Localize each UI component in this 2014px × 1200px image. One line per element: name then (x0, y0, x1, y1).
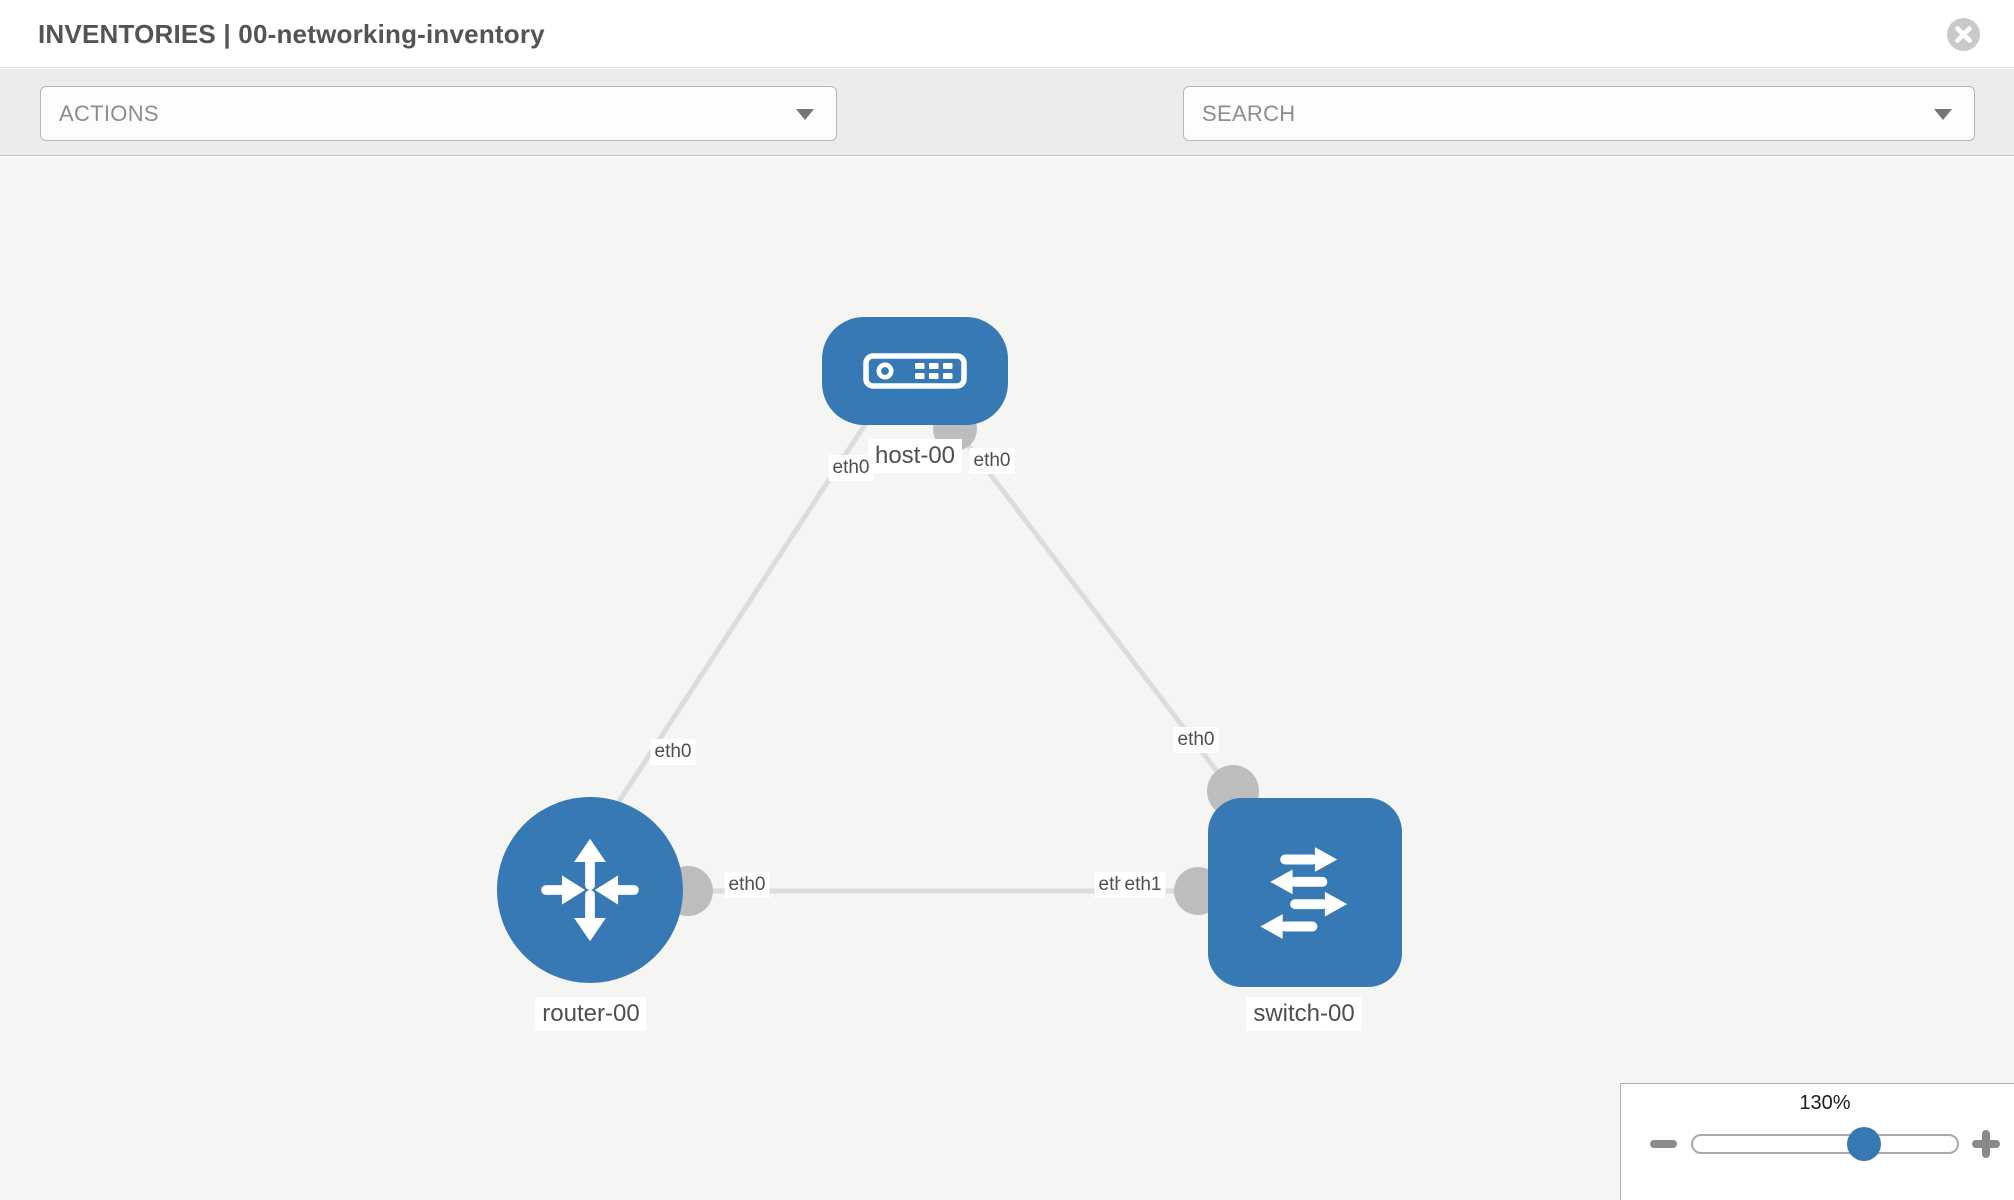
close-button[interactable] (1947, 18, 1980, 51)
host-server-icon (863, 353, 967, 389)
zoom-percentage: 130% (1799, 1092, 1851, 1114)
actions-dropdown-label: ACTIONS (59, 101, 159, 126)
interface-label-host-right: eth0 (969, 448, 1015, 474)
chevron-down-icon (1934, 109, 1952, 120)
interface-label-router-uplink: eth0 (650, 739, 696, 765)
zoom-slider-thumb[interactable] (1847, 1127, 1881, 1161)
close-icon (1955, 26, 1972, 43)
node-label-host: host-00 (867, 439, 963, 473)
search-placeholder: SEARCH (1202, 101, 1296, 126)
page-title: INVENTORIES | 00-networking-inventory (38, 19, 545, 49)
node-host-00[interactable] (822, 317, 1008, 425)
switch-arrows-icon (1260, 846, 1348, 939)
zoom-out-button[interactable] (1650, 1140, 1677, 1148)
node-switch-00[interactable] (1208, 798, 1402, 987)
node-router-00[interactable] (497, 797, 683, 983)
toolbar: ACTIONS SEARCH (0, 69, 2014, 201)
node-label-switch: switch-00 (1246, 997, 1362, 1031)
actions-dropdown[interactable]: ACTIONS (40, 86, 837, 141)
search-dropdown[interactable]: SEARCH (1183, 86, 1975, 141)
interface-label-host-left: eth0 (828, 455, 874, 481)
router-arrows-icon (541, 838, 639, 942)
zoom-control-panel: 130% (1620, 1083, 2014, 1200)
node-label-router: router-00 (535, 997, 647, 1031)
header: INVENTORIES | 00-networking-inventory (0, 0, 2014, 68)
interface-label-switch-left: eth1 (1120, 872, 1166, 898)
zoom-slider-track[interactable] (1691, 1134, 1959, 1154)
interface-label-router-right: eth0 (724, 872, 770, 898)
zoom-in-button[interactable] (1972, 1130, 2000, 1158)
chevron-down-icon (796, 109, 814, 120)
topology-canvas[interactable] (0, 157, 2014, 1200)
interface-label-switch-uplink: eth0 (1173, 727, 1219, 753)
